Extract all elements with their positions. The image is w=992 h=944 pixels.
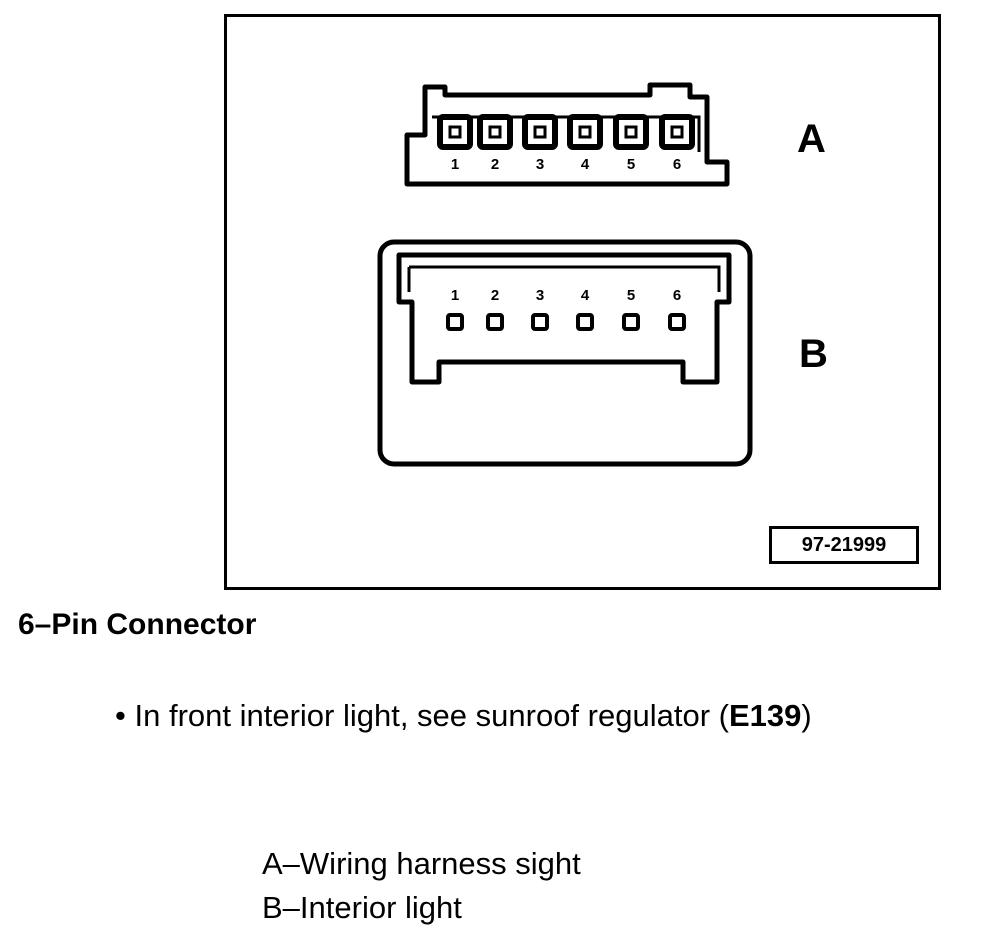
connector-drawing: 1 2 3 4 5 6 A 1 2 3 4 5 6 B xyxy=(377,82,828,467)
page-title: 6–Pin Connector xyxy=(18,608,257,641)
connector-a-pin-number: 3 xyxy=(536,156,544,173)
legend-item-b: B–Interior light xyxy=(262,890,462,925)
connector-a-pin-number: 2 xyxy=(491,156,499,173)
connector-b-pins: 1 2 3 4 5 6 xyxy=(446,287,686,331)
connector-b-pin-5: 5 xyxy=(622,287,640,331)
connector-a-pin-2: 2 xyxy=(477,114,513,173)
connector-b-pin-3: 3 xyxy=(531,287,549,331)
connector-a-pin-5: 5 xyxy=(613,114,649,173)
connector-b-pin-number: 3 xyxy=(536,287,544,304)
note-text-after: ) xyxy=(801,698,812,733)
connector-a-outline xyxy=(404,82,730,187)
connector-a-pin-number: 6 xyxy=(673,156,681,173)
reference-number: 97-21999 xyxy=(769,526,919,564)
connector-a-pin-3: 3 xyxy=(522,114,558,173)
connector-b-pin-number: 2 xyxy=(491,287,499,304)
installation-note: • In front interior light, see sunroof r… xyxy=(115,698,812,734)
connector-a-pin-6: 6 xyxy=(659,114,695,173)
legend-item-a: A–Wiring harness sight xyxy=(262,846,581,881)
connector-b-pin-4: 4 xyxy=(576,287,594,331)
connector-a-pin-1: 1 xyxy=(437,114,473,173)
connector-a-pin-number: 4 xyxy=(581,156,590,173)
connector-a-pin-number: 5 xyxy=(627,156,635,173)
connector-b-pin-number: 4 xyxy=(581,287,590,304)
connector-b-pin-number: 6 xyxy=(673,287,681,304)
connector-a-label: A xyxy=(797,117,826,161)
connector-b-inner-outline xyxy=(396,252,732,385)
connector-a-pin-number: 1 xyxy=(451,156,459,173)
note-text-before: In front interior light, see sunroof reg… xyxy=(134,698,729,733)
connector-b-pin-number: 1 xyxy=(451,287,459,304)
connector-b-inner-frame xyxy=(407,265,721,292)
component-code: E139 xyxy=(728,698,802,733)
connector-a-inner-outline xyxy=(432,115,701,152)
bullet: • xyxy=(115,698,126,733)
connector-a-pins: 1 2 3 4 5 6 xyxy=(437,114,695,173)
legend: A–Wiring harness sight B–Interior light xyxy=(262,842,581,930)
connector-b-pin-6: 6 xyxy=(668,287,686,331)
connector-b-pin-2: 2 xyxy=(486,287,504,331)
connector-b-housing xyxy=(377,239,753,467)
connector-b-pin-1: 1 xyxy=(446,287,464,331)
connector-b-label: B xyxy=(799,332,828,376)
connector-a-pin-4: 4 xyxy=(567,114,603,173)
connector-diagram: 1 2 3 4 5 6 A 1 2 3 4 5 6 B 97-21999 xyxy=(224,14,941,590)
connector-b-pin-number: 5 xyxy=(627,287,635,304)
